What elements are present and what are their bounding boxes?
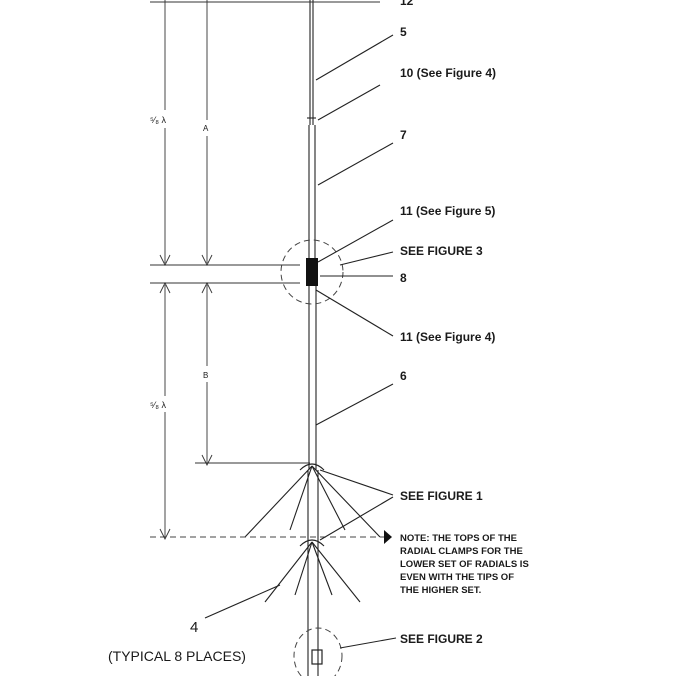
- label-8: 8: [400, 271, 407, 285]
- label-12: 12: [400, 0, 414, 8]
- label-6: 6: [400, 369, 407, 383]
- note-arrow: [384, 530, 392, 544]
- dimension-inner: [195, 0, 310, 467]
- dim-b-label: B: [203, 371, 208, 380]
- label-see-figure3: SEE FIGURE 3: [400, 244, 483, 258]
- label-11-figure4: 11 (See Figure 4): [400, 330, 495, 344]
- dim-upper-wavelength: ⁵⁄₈ λ: [150, 115, 166, 125]
- upper-radials: [244, 463, 381, 538]
- label-11-figure5: 11 (See Figure 5): [400, 204, 495, 218]
- label-7: 7: [400, 128, 407, 142]
- label-see-figure2: SEE FIGURE 2: [400, 632, 483, 646]
- note-line: THE HIGHER SET.: [400, 585, 481, 596]
- figure3-detail-circle: [280, 239, 344, 305]
- label-typical-places: (TYPICAL 8 PLACES): [108, 648, 246, 664]
- leader-lines: [204, 34, 397, 649]
- note-line: NOTE: THE TOPS OF THE: [400, 533, 517, 544]
- figure2-detail-circle: [293, 627, 343, 676]
- dim-lower-wavelength: ⁵⁄₈ λ: [150, 400, 166, 410]
- label-4: 4: [190, 619, 198, 636]
- note-line: LOWER SET OF RADIALS IS: [400, 559, 529, 570]
- label-see-figure1: SEE FIGURE 1: [400, 489, 483, 503]
- note-block: NOTE: THE TOPS OF THE RADIAL CLAMPS FOR …: [400, 533, 529, 596]
- antenna-mast: [306, 0, 319, 676]
- mast-clamp: [311, 649, 323, 665]
- label-10: 10 (See Figure 4): [400, 66, 496, 80]
- lower-radials: [264, 539, 361, 603]
- note-line: RADIAL CLAMPS FOR THE: [400, 546, 523, 557]
- label-5: 5: [400, 25, 407, 39]
- note-line: EVEN WITH THE TIPS OF: [400, 572, 514, 583]
- dim-a-label: A: [203, 124, 209, 133]
- insulator-block: [306, 258, 318, 286]
- dimension-outer: [159, 0, 171, 541]
